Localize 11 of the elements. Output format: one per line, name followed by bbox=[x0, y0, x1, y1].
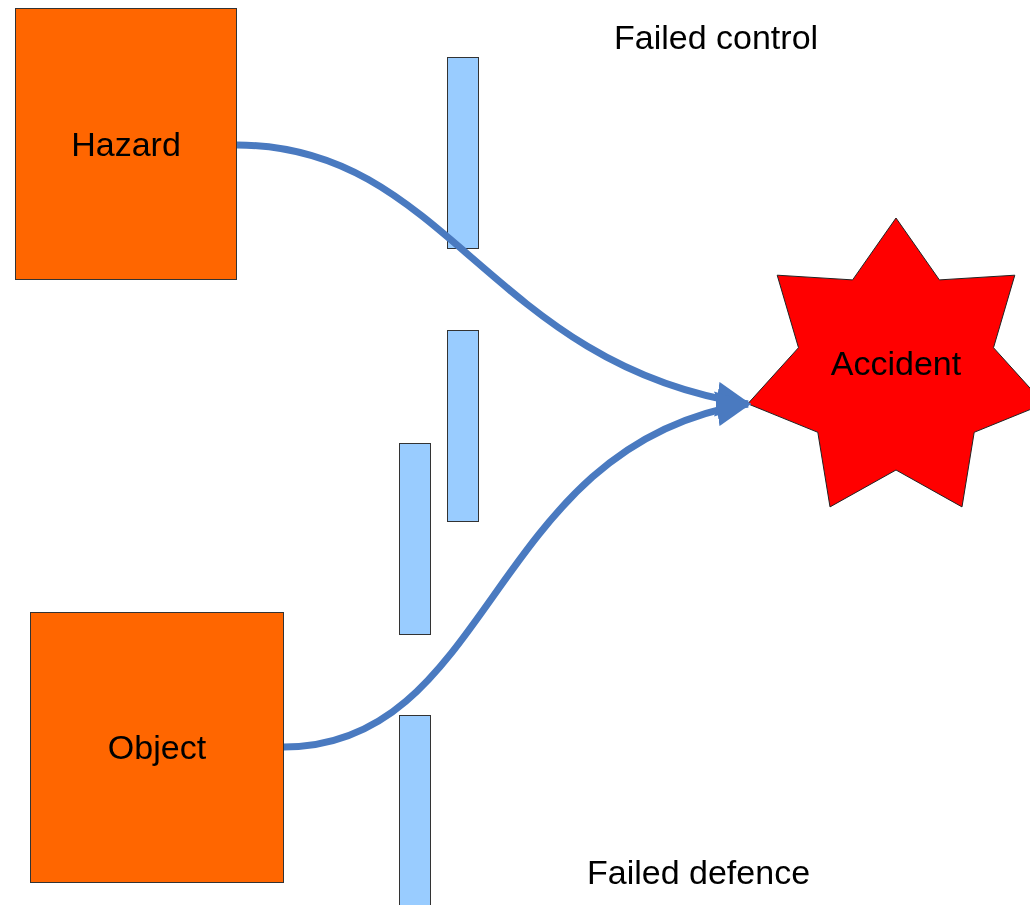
barrier-bar bbox=[447, 330, 479, 522]
node-label: Accident bbox=[830, 343, 962, 383]
arrow bbox=[236, 141, 752, 415]
object-box: Object bbox=[30, 612, 284, 883]
annotation-text: Failed control bbox=[614, 18, 819, 57]
barrier-bar bbox=[447, 57, 479, 249]
hazard-box: Hazard bbox=[15, 8, 237, 280]
arrow bbox=[283, 394, 752, 751]
barrier-bar bbox=[399, 443, 431, 635]
annotation-text: Failed defence bbox=[587, 853, 811, 892]
barrier-bar bbox=[399, 715, 431, 905]
